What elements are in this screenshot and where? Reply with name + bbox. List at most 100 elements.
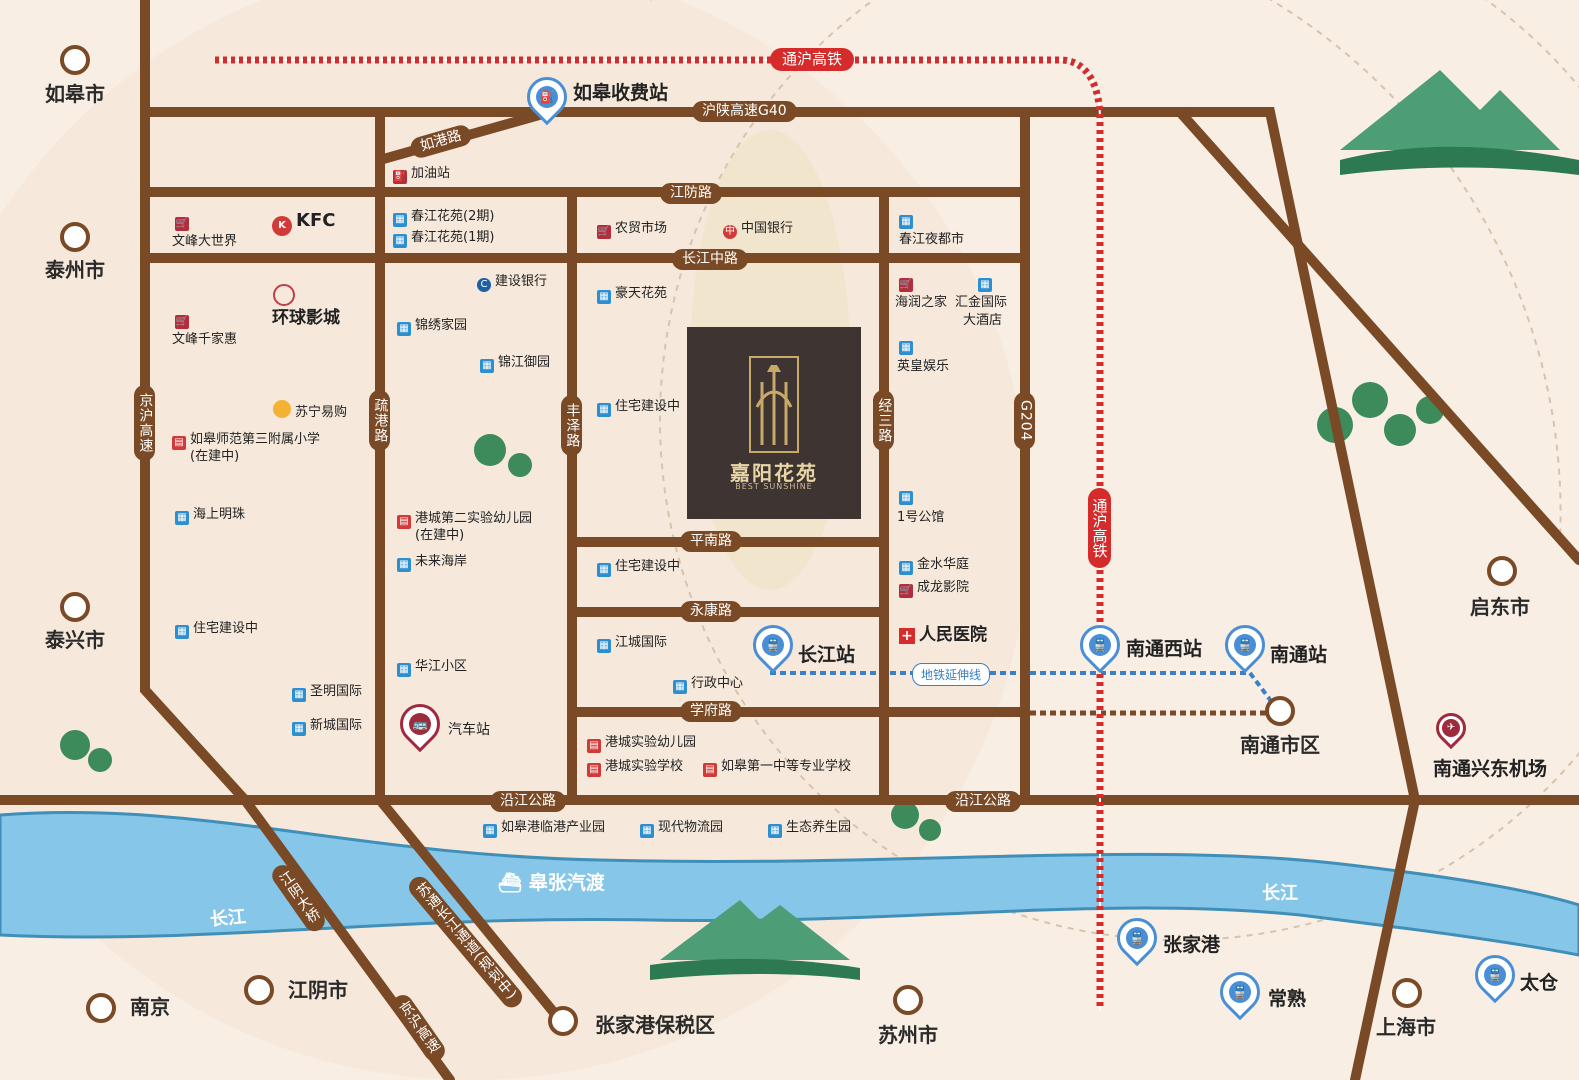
building-icon: ▦ [393, 234, 407, 248]
city-label-taixing: 泰兴市 [45, 628, 105, 652]
school-icon: ▤ [587, 763, 601, 777]
river-label-east: 长江 [1262, 883, 1298, 904]
train-icon: 🚆 [1234, 634, 1256, 656]
city-label-suzhou: 苏州市 [878, 1023, 938, 1047]
yangtze-river [0, 810, 1579, 957]
building-logo-icon [749, 356, 799, 453]
poi-huijin-icon-wrap: ▦ [978, 275, 996, 292]
city-marker-rugao [60, 45, 90, 75]
river-label-west: 长江 [209, 906, 247, 931]
changshu-station-label: 常熟 [1268, 988, 1307, 1010]
poi-chenglong: 🛒成龙影院 [899, 580, 970, 598]
kfc-logo-icon: K [272, 216, 292, 236]
train-icon: 🚆 [1229, 981, 1251, 1003]
school-icon: ▤ [172, 436, 186, 450]
building-icon: ▦ [480, 359, 494, 373]
poi-huijin: 汇金国际 [955, 295, 1008, 310]
shopping-cart-icon: 🛒 [175, 217, 189, 231]
city-label-nantong: 南通市区 [1240, 733, 1320, 757]
project-marker[interactable]: 嘉阳花苑 BEST SUNSHINE [687, 327, 861, 519]
poi-huijin-hotel: 大酒店 [963, 313, 1003, 328]
building-icon: ▦ [978, 278, 992, 292]
building-icon: ▦ [292, 688, 306, 702]
poi-yinghuang-icon-wrap: ▦ [899, 338, 917, 355]
building-icon: ▦ [175, 511, 189, 525]
nt-west-station-label: 南通西站 [1126, 638, 1203, 660]
bank-of-china-icon: 中 [723, 225, 737, 239]
building-icon: ▦ [397, 322, 411, 336]
building-icon: ▦ [292, 722, 306, 736]
train-icon: 🚆 [1089, 634, 1111, 656]
city-marker-shanghai [1392, 978, 1422, 1008]
poi-shengming: ▦圣明国际 [292, 685, 362, 702]
road-label-xuefu: 学府路 [680, 701, 742, 723]
poi-jinjiangyu: ▦锦江御园 [480, 356, 550, 373]
building-icon: ▦ [899, 561, 913, 575]
city-label-taizhou: 泰州市 [45, 258, 105, 282]
building-icon: ▦ [899, 341, 913, 355]
train-icon: 🚆 [762, 634, 784, 656]
ccb-logo-icon: C [477, 278, 491, 292]
city-label-zjg-bonded: 张家港保税区 [595, 1013, 715, 1037]
city-marker-qidong [1487, 556, 1517, 586]
building-icon: ▦ [597, 290, 611, 304]
poi-jinxiu: ▦锦绣家园 [397, 319, 467, 336]
poi-huajiang: ▦华江小区 [397, 660, 467, 677]
poi-kinder2: ▤港城第二实验幼儿园 [397, 512, 532, 529]
zjg-station-label: 张家港 [1163, 934, 1221, 956]
poi-gas: ⛽加油站 [393, 166, 451, 184]
city-marker-jiangyin [244, 975, 274, 1005]
poi-kinder2-status: (在建中) [415, 528, 465, 543]
building-icon: ▦ [597, 639, 611, 653]
taicang-station-label: 太仓 [1520, 972, 1559, 994]
airport-label: 南通兴东机场 [1433, 758, 1548, 780]
building-icon: ▦ [597, 563, 611, 577]
project-english-name: BEST SUNSHINE [735, 482, 813, 491]
building-icon: ▦ [673, 680, 687, 694]
building-icon: ▦ [640, 824, 654, 838]
ferry-label: ⛴ 皋张汽渡 [498, 872, 605, 894]
suning-logo-icon [273, 400, 291, 418]
poi-haotian: ▦豪天花苑 [597, 287, 667, 304]
city-label-jiangyin: 江阴市 [288, 978, 348, 1002]
building-icon: ▦ [899, 491, 913, 505]
rail-label-top: 通沪高铁 [770, 48, 855, 71]
train-icon: 🚆 [1484, 964, 1506, 986]
road-label-yanjiang-east: 沿江公路 [945, 791, 1021, 813]
gas-pump-icon: ⛽ [393, 170, 407, 184]
rail-label-vertical: 通沪高铁 [1088, 488, 1111, 568]
poi-wuliu: ▦现代物流园 [640, 821, 723, 838]
bus-station-label: 汽车站 [448, 722, 490, 738]
school-icon: ▤ [587, 739, 601, 753]
mountain-bottom [650, 900, 860, 980]
poi-zhuzhai2: ▦住宅建设中 [597, 400, 680, 417]
train-icon: 🚆 [1126, 927, 1148, 949]
poi-chunjiang1: ▦春江花苑(1期) [393, 231, 494, 248]
city-marker-nantong [1265, 696, 1295, 726]
ship-icon: ⛴ [498, 872, 529, 894]
road-label-g204: G204 [1014, 392, 1036, 450]
poi-yinghuang: 英皇娱乐 [897, 359, 950, 374]
road-label-jingsan: 经三路 [873, 390, 895, 451]
poi-school-gc: ▤港城实验学校 [587, 760, 683, 777]
poi-weilai: ▦未来海岸 [397, 555, 467, 572]
bus-icon: 🚌 [409, 713, 431, 735]
poi-cinema: 环球影城 [272, 308, 340, 328]
high-speed-rail [215, 56, 1104, 1010]
poi-school3: ▤如皋师范第三附属小学 [172, 433, 320, 450]
bg-circle-right [659, 0, 1579, 941]
poi-haiyun: 海润之家 [895, 295, 948, 310]
building-icon: ▦ [483, 824, 497, 838]
poi-xingzheng: ▦行政中心 [673, 677, 743, 694]
cinema-icon [273, 284, 295, 309]
city-label-rugao: 如皋市 [45, 82, 105, 106]
poi-shengtai: ▦生态养生园 [768, 821, 851, 838]
poi-haishang: ▦海上明珠 [175, 508, 245, 525]
city-marker-nanjing [86, 993, 116, 1023]
poi-wenfeng-qian: 文峰千家惠 [172, 332, 238, 347]
poi-suning: 苏宁易购 [273, 400, 347, 419]
plane-icon: ✈ [1442, 719, 1460, 737]
